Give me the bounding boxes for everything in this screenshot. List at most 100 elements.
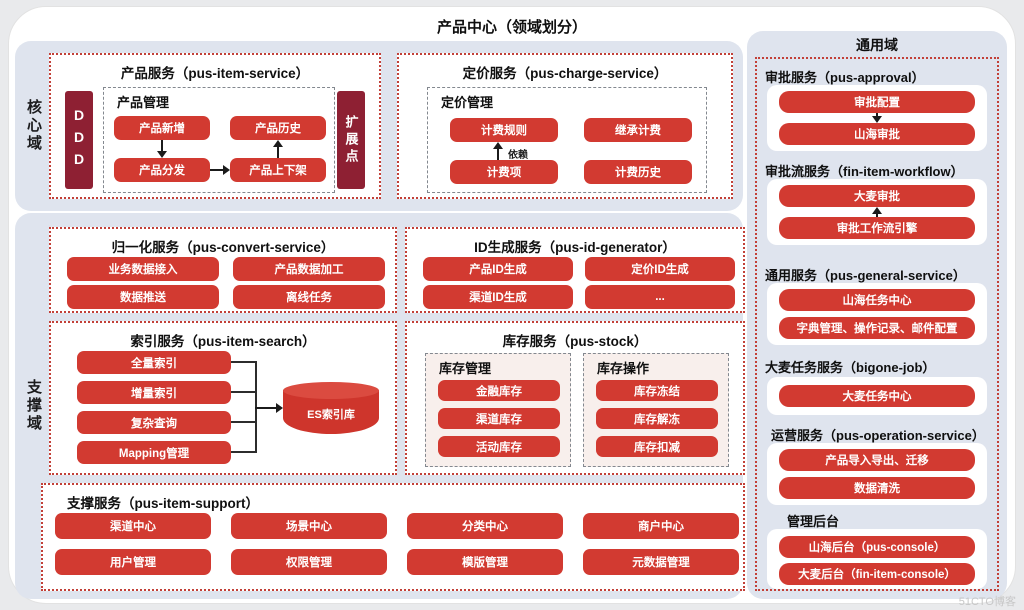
bigone-job-group: 大麦任务中心 [767, 377, 987, 415]
node-mapping-manage[interactable]: Mapping管理 [77, 441, 231, 464]
product-management-group: 产品管理 产品新增 产品历史 产品分发 产品上下架 [103, 87, 335, 193]
node-scene-center[interactable]: 场景中心 [231, 513, 387, 539]
node-charge-inherit[interactable]: 继承计费 [584, 118, 692, 142]
node-complex-query[interactable]: 复杂查询 [77, 411, 231, 434]
node-offline-task[interactable]: 离线任务 [233, 285, 385, 309]
node-damai-task-center[interactable]: 大麦任务中心 [779, 385, 975, 407]
node-id-gen-more[interactable]: ... [585, 285, 735, 309]
node-shanhai-console[interactable]: 山海后台（pus-console） [779, 536, 975, 558]
node-biz-data-intake[interactable]: 业务数据接入 [67, 257, 219, 281]
charge-service-title: 定价服务（pus-charge-service） [462, 66, 668, 81]
general-service-title: 通用服务（pus-general-service） [765, 268, 966, 283]
product-service-title: 产品服务（pus-item-service） [120, 66, 310, 81]
search-service-title: 索引服务（pus-item-search） [130, 334, 316, 349]
convert-service-box: 归一化服务（pus-convert-service） 业务数据接入 产品数据加工… [49, 227, 397, 313]
search-service-box: 索引服务（pus-item-search） 全量索引 增量索引 复杂查询 Map… [49, 321, 397, 475]
node-stock-deduct[interactable]: 库存扣减 [596, 436, 718, 457]
support-service-title: 支撑服务（pus-item-support） [67, 496, 259, 511]
node-damai-approval[interactable]: 大麦审批 [779, 185, 975, 207]
stock-service-box: 库存服务（pus-stock） 库存管理 金融库存 渠道库存 活动库存 库存操作… [405, 321, 745, 475]
product-service-box: 产品服务（pus-item-service） DDD 扩展点 产品管理 产品新增… [49, 53, 381, 199]
arrow-right-icon [210, 164, 230, 176]
node-channel-stock[interactable]: 渠道库存 [438, 408, 560, 429]
approval-service-title: 审批服务（pus-approval） [765, 70, 925, 85]
general-domain-label: 通用域 [856, 37, 898, 53]
node-incremental-index[interactable]: 增量索引 [77, 381, 231, 404]
node-charge-item[interactable]: 计费项 [450, 160, 558, 184]
page-title: 产品中心（领域划分） [436, 19, 587, 36]
node-data-push[interactable]: 数据推送 [67, 285, 219, 309]
node-merchant-center[interactable]: 商户中心 [583, 513, 739, 539]
support-domain-label: 支撑域 [25, 379, 42, 433]
node-full-index[interactable]: 全量索引 [77, 351, 231, 374]
admin-console-group: 山海后台（pus-console） 大麦后台（fin-item-console） [767, 529, 987, 589]
stock-manage-title: 库存管理 [439, 361, 492, 376]
connector-line [231, 451, 256, 453]
stock-manage-group: 库存管理 金融库存 渠道库存 活动库存 [425, 353, 571, 467]
node-charge-id-gen[interactable]: 定价ID生成 [585, 257, 735, 281]
connector-line [231, 391, 256, 393]
charge-management-group: 定价管理 计费规则 继承计费 计费项 计费历史 依赖 [427, 87, 707, 193]
dependency-label: 依赖 [508, 150, 528, 161]
node-charge-history[interactable]: 计费历史 [584, 160, 692, 184]
arrow-down-icon [156, 140, 168, 158]
id-service-box: ID生成服务（pus-id-generator） 产品ID生成 定价ID生成 渠… [405, 227, 745, 313]
arrow-up-icon [272, 140, 284, 158]
canvas-card: 产品中心（领域划分） 核心域 产品服务（pus-item-service） DD… [8, 6, 1016, 604]
node-product-id-gen[interactable]: 产品ID生成 [423, 257, 573, 281]
arrow-down-icon [871, 113, 883, 123]
node-data-clean[interactable]: 数据清洗 [779, 477, 975, 499]
approval-service-group: 审批配置 山海审批 [767, 85, 987, 151]
general-service-group: 山海任务中心 字典管理、操作记录、邮件配置 [767, 283, 987, 345]
node-product-data-process[interactable]: 产品数据加工 [233, 257, 385, 281]
node-shanhai-approval[interactable]: 山海审批 [779, 123, 975, 145]
node-product-import-export-migrate[interactable]: 产品导入导出、迁移 [779, 449, 975, 471]
workflow-service-group: 大麦审批 审批工作流引擎 [767, 179, 987, 245]
extension-point-bar: 扩展点 [337, 91, 365, 189]
node-stock-unfreeze[interactable]: 库存解冻 [596, 408, 718, 429]
node-product-add[interactable]: 产品新增 [114, 116, 210, 140]
node-channel-id-gen[interactable]: 渠道ID生成 [423, 285, 573, 309]
node-shanhai-task-center[interactable]: 山海任务中心 [779, 289, 975, 311]
operation-service-title: 运营服务（pus-operation-service） [771, 428, 985, 443]
connector-line [231, 421, 256, 423]
node-charge-rule[interactable]: 计费规则 [450, 118, 558, 142]
core-domain-panel: 核心域 产品服务（pus-item-service） DDD 扩展点 产品管理 … [15, 41, 743, 211]
arrow-right-icon [255, 402, 283, 414]
support-domain-panel: 支撑域 归一化服务（pus-convert-service） 业务数据接入 产品… [15, 213, 745, 599]
node-damai-console[interactable]: 大麦后台（fin-item-console） [779, 563, 975, 585]
node-template-manage[interactable]: 模版管理 [407, 549, 563, 575]
node-approval-workflow-engine[interactable]: 审批工作流引擎 [779, 217, 975, 239]
ddd-bar: DDD [65, 91, 93, 189]
stock-service-title: 库存服务（pus-stock） [502, 334, 648, 349]
stock-operate-title: 库存操作 [597, 361, 650, 376]
charge-service-box: 定价服务（pus-charge-service） 定价管理 计费规则 继承计费 … [397, 53, 733, 199]
node-product-dispatch[interactable]: 产品分发 [114, 158, 210, 182]
node-finance-stock[interactable]: 金融库存 [438, 380, 560, 401]
core-domain-label: 核心域 [25, 99, 42, 153]
stock-operate-group: 库存操作 库存冻结 库存解冻 库存扣减 [583, 353, 729, 467]
id-service-title: ID生成服务（pus-id-generator） [474, 240, 676, 255]
arrow-up-icon [871, 207, 883, 217]
node-category-center[interactable]: 分类中心 [407, 513, 563, 539]
bigone-job-service-title: 大麦任务服务（bigone-job） [765, 360, 936, 375]
node-approval-config[interactable]: 审批配置 [779, 91, 975, 113]
general-domain-box: 审批服务（pus-approval） 审批配置 山海审批 审批流服务（fin-i… [755, 57, 999, 591]
node-permission-manage[interactable]: 权限管理 [231, 549, 387, 575]
admin-console-title: 管理后台 [787, 514, 840, 529]
node-user-manage[interactable]: 用户管理 [55, 549, 211, 575]
arrow-up-icon [492, 142, 504, 160]
connector-line [231, 361, 256, 363]
node-stock-freeze[interactable]: 库存冻结 [596, 380, 718, 401]
node-product-history[interactable]: 产品历史 [230, 116, 326, 140]
convert-service-title: 归一化服务（pus-convert-service） [111, 240, 335, 255]
es-index-database-cylinder: ES索引库 [283, 382, 379, 434]
general-domain-panel: 通用域 审批服务（pus-approval） 审批配置 山海审批 审批流服务（f… [747, 31, 1007, 599]
node-activity-stock[interactable]: 活动库存 [438, 436, 560, 457]
charge-management-title: 定价管理 [441, 95, 494, 110]
node-dict-oplog-mail-config[interactable]: 字典管理、操作记录、邮件配置 [779, 317, 975, 339]
node-metadata-manage[interactable]: 元数据管理 [583, 549, 739, 575]
support-service-box: 支撑服务（pus-item-support） 渠道中心 场景中心 分类中心 商户… [41, 483, 745, 591]
node-product-shelf[interactable]: 产品上下架 [230, 158, 326, 182]
node-channel-center[interactable]: 渠道中心 [55, 513, 211, 539]
